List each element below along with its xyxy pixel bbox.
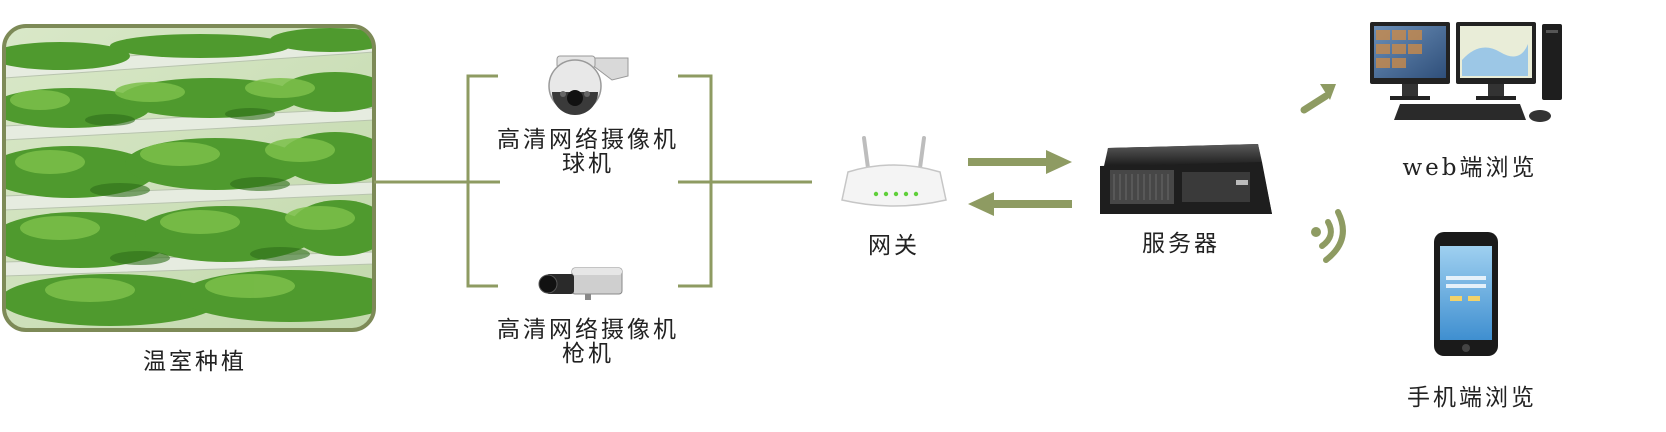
arrow-to-web-icon: [1300, 84, 1336, 114]
box-camera-icon: [538, 267, 623, 300]
mobile-client-label: 手机端浏览: [1407, 385, 1537, 411]
greenhouse-label: 温室种植: [143, 349, 247, 375]
gateway-label: 网关: [868, 233, 920, 259]
server-icon: [1100, 144, 1272, 214]
web-monitors-icon: [1370, 22, 1562, 122]
greenhouse-photo: [2, 24, 376, 332]
data-exchange-arrows: [968, 150, 1072, 216]
wireless-signal-icon: [1311, 209, 1346, 263]
mobile-phone-icon: [1434, 232, 1498, 356]
box-camera-label-line1: 高清网络摄像机: [497, 317, 679, 343]
box-camera-label-line2: 枪机: [562, 341, 614, 367]
dome-camera-label-line1: 高清网络摄像机: [497, 127, 679, 153]
left-bracket: [466, 74, 498, 288]
connector-lines: [374, 74, 812, 288]
gateway-router-icon: [841, 136, 947, 207]
arrow-left-icon: [968, 192, 1072, 216]
web-client-label: web端浏览: [1402, 155, 1538, 181]
arrow-right-icon: [968, 150, 1072, 174]
dome-camera-label-line2: 球机: [562, 151, 614, 177]
dome-camera-icon: [548, 55, 629, 115]
server-label: 服务器: [1142, 231, 1220, 257]
